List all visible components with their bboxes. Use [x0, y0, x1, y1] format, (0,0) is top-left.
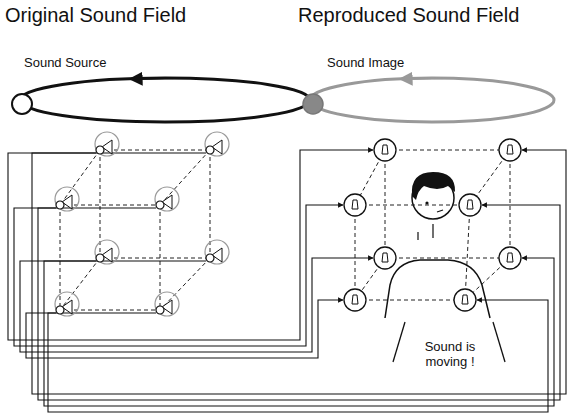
- signal-wire: [48, 300, 548, 412]
- sound-image: [303, 94, 323, 114]
- grid-line: [355, 205, 470, 206]
- microphone: [155, 187, 179, 211]
- speech-mark: [393, 322, 405, 362]
- signal-wire: [26, 300, 343, 358]
- loudspeaker: [454, 289, 476, 311]
- grid-line: [355, 205, 356, 300]
- microphone: [55, 187, 79, 211]
- grid-line: [60, 258, 100, 310]
- loudspeaker: [374, 139, 396, 161]
- orbit-arrow: [130, 78, 175, 79]
- grid-line: [60, 150, 100, 205]
- grid-line: [60, 310, 160, 311]
- grid-line: [385, 258, 510, 259]
- grid-line: [160, 150, 210, 205]
- microphone: [155, 292, 179, 316]
- image-orbit: [310, 78, 554, 122]
- signal-wire: [14, 205, 343, 346]
- field-heading: Original Sound Field: [5, 4, 186, 27]
- image-label: Sound Image: [327, 56, 404, 71]
- microphone: [205, 132, 229, 156]
- source-orbit: [20, 78, 310, 122]
- grid-line: [465, 205, 470, 300]
- speech-mark: [493, 322, 505, 362]
- field-heading: Reproduced Sound Field: [298, 4, 519, 27]
- signal-wire: [20, 258, 373, 352]
- microphone: [95, 132, 119, 156]
- grid-line: [60, 205, 160, 206]
- grid-line: [355, 300, 465, 301]
- microphone: [205, 240, 229, 264]
- microphone: [55, 292, 79, 316]
- loudspeaker: [344, 289, 366, 311]
- grid-line: [385, 150, 386, 258]
- listener-hair: [412, 172, 455, 200]
- listener-remark: Sound is moving !: [412, 340, 488, 370]
- loudspeaker: [459, 194, 481, 216]
- microphone: [95, 240, 119, 264]
- sound-source: [12, 94, 32, 114]
- loudspeaker: [374, 247, 396, 269]
- loudspeaker: [499, 139, 521, 161]
- source-label: Sound Source: [24, 56, 106, 71]
- listener-body: [385, 260, 490, 318]
- signal-wire: [38, 205, 560, 400]
- loudspeaker: [344, 194, 366, 216]
- grid-line: [160, 258, 210, 310]
- signal-wire: [44, 258, 554, 406]
- loudspeaker: [499, 247, 521, 269]
- grid-line: [385, 150, 510, 151]
- signal-wire: [32, 150, 566, 394]
- orbit-arrow: [400, 78, 445, 79]
- grid-line: [510, 150, 511, 258]
